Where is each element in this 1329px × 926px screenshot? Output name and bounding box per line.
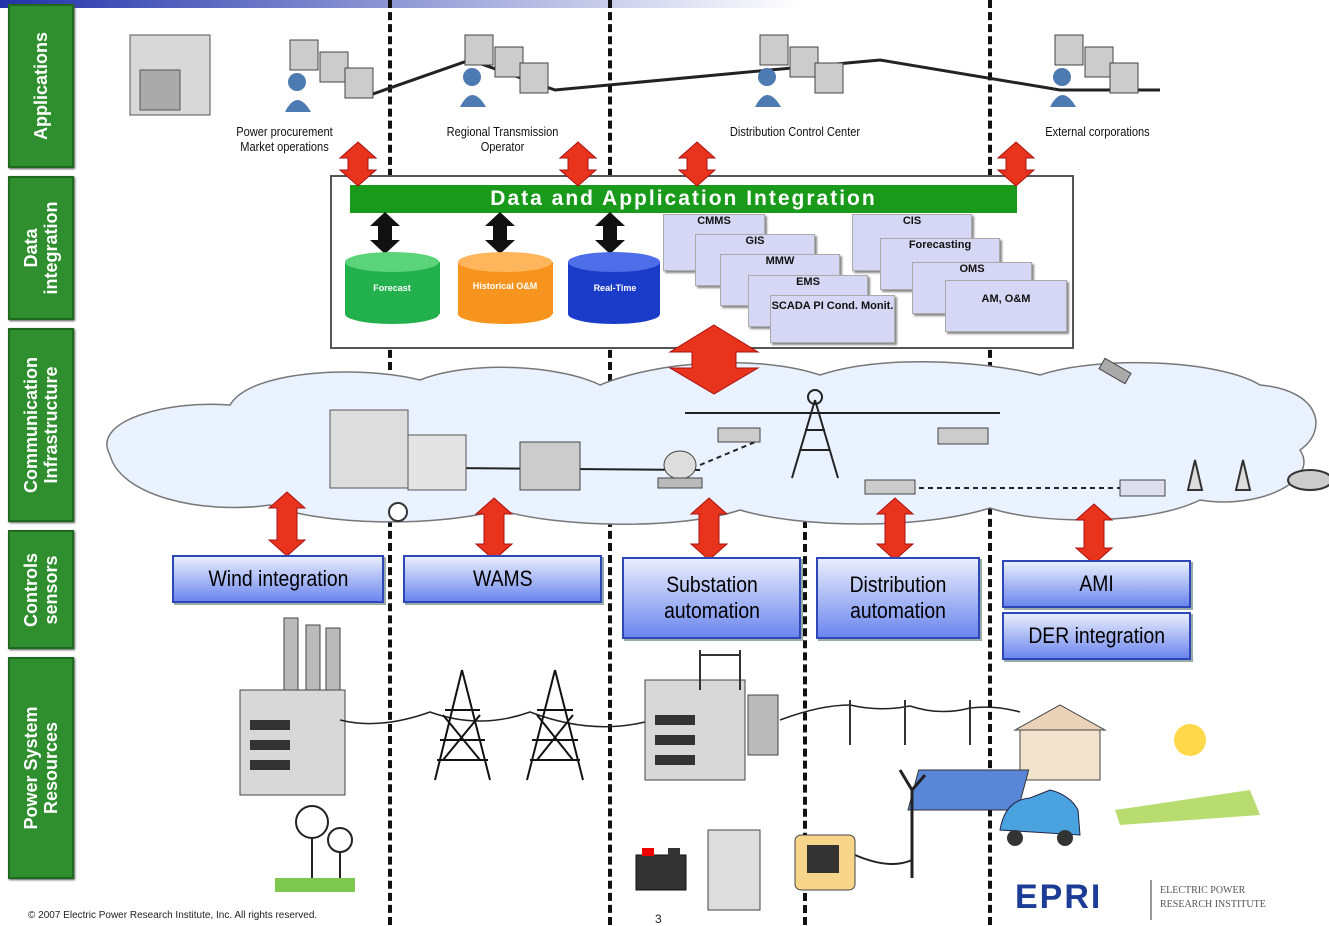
database-forecast-icon xyxy=(345,252,440,324)
mainframe-icon xyxy=(329,409,467,491)
layer-controls-sensors: Controls sensors xyxy=(8,530,74,649)
power-plant-icon xyxy=(239,617,346,796)
db-label-forecast: Forecast xyxy=(373,283,411,293)
applications-graphic xyxy=(129,34,1160,116)
workstation-icon-2 xyxy=(460,34,549,107)
battery-icon xyxy=(635,848,687,891)
house-icon xyxy=(1013,704,1107,781)
router-icon-3 xyxy=(864,479,916,495)
cable-line xyxy=(854,854,913,865)
workstation-icon-4 xyxy=(1050,34,1139,107)
server-icon xyxy=(129,34,211,116)
app-label-external: External corporations xyxy=(1045,124,1150,139)
router-icon-1 xyxy=(717,427,761,443)
utility-pole-icons xyxy=(849,700,971,745)
transmission-tower-icon-1 xyxy=(434,669,491,781)
power-line xyxy=(339,704,1021,728)
box-substation-automation: Substation automation xyxy=(622,557,801,639)
red-arrow-icons xyxy=(267,141,1114,565)
database-graphics xyxy=(345,212,660,324)
solar-panel-icon xyxy=(907,724,1260,825)
database-historical-icon xyxy=(458,252,553,324)
fuel-cell-icon xyxy=(794,834,856,891)
satellite-icon xyxy=(1098,357,1132,385)
card-am-om: AM, O&M xyxy=(945,280,1067,332)
db-label-realtime: Real-Time xyxy=(593,283,637,293)
black-arrow-icons xyxy=(370,212,625,254)
divider-3 xyxy=(803,520,807,925)
layer-power-system: Power System Resources xyxy=(8,657,74,879)
satellite-dish-icon xyxy=(657,450,703,489)
box-ami: AMI xyxy=(1002,560,1191,608)
copyright-text: © 2007 Electric Power Research Institute… xyxy=(28,910,318,921)
layer-applications: Applications xyxy=(8,4,74,168)
box-wams: WAMS xyxy=(403,555,602,603)
antenna-icons xyxy=(1186,459,1329,491)
wind-turbine-icon-2 xyxy=(898,769,927,878)
logo-subtext: ELECTRIC POWER RESEARCH INSTITUTE xyxy=(1160,885,1266,910)
layer-data-integration: Data integration xyxy=(8,176,74,320)
coupler-icon xyxy=(388,502,408,522)
radio-tower-icon xyxy=(791,389,839,479)
workstation-icon-3 xyxy=(755,34,844,107)
electric-car-icon xyxy=(999,789,1081,846)
box-distribution-automation: Distribution automation xyxy=(816,557,980,639)
page-number: 3 xyxy=(655,912,662,926)
storage-cabinet-icon xyxy=(707,829,761,911)
box-wind-integration: Wind integration xyxy=(172,555,384,603)
substation-icon xyxy=(644,650,779,781)
header-strip xyxy=(0,0,1329,8)
integration-bar: Data and Application Integration xyxy=(350,185,1017,213)
layer-communication: Communication Infrastructure xyxy=(8,328,74,522)
grass-icon xyxy=(275,878,355,892)
modem-icon xyxy=(1119,479,1166,497)
transmission-tower-icon-2 xyxy=(526,669,584,781)
db-label-historical: Historical O&M xyxy=(472,281,538,291)
router-icon-2 xyxy=(937,427,989,445)
server-rack-icon xyxy=(519,441,581,491)
card-scada: SCADA PI Cond. Monit. xyxy=(770,295,895,343)
app-label-distribution-control: Distribution Control Center xyxy=(729,124,861,139)
box-der-integration: DER integration xyxy=(1002,612,1191,660)
epri-logo: EPRI xyxy=(1015,878,1103,916)
database-realtime-icon xyxy=(568,252,660,324)
wind-turbine-icon-1 xyxy=(295,805,353,880)
logo-divider xyxy=(1150,880,1152,920)
workstation-icon-1 xyxy=(285,39,374,112)
